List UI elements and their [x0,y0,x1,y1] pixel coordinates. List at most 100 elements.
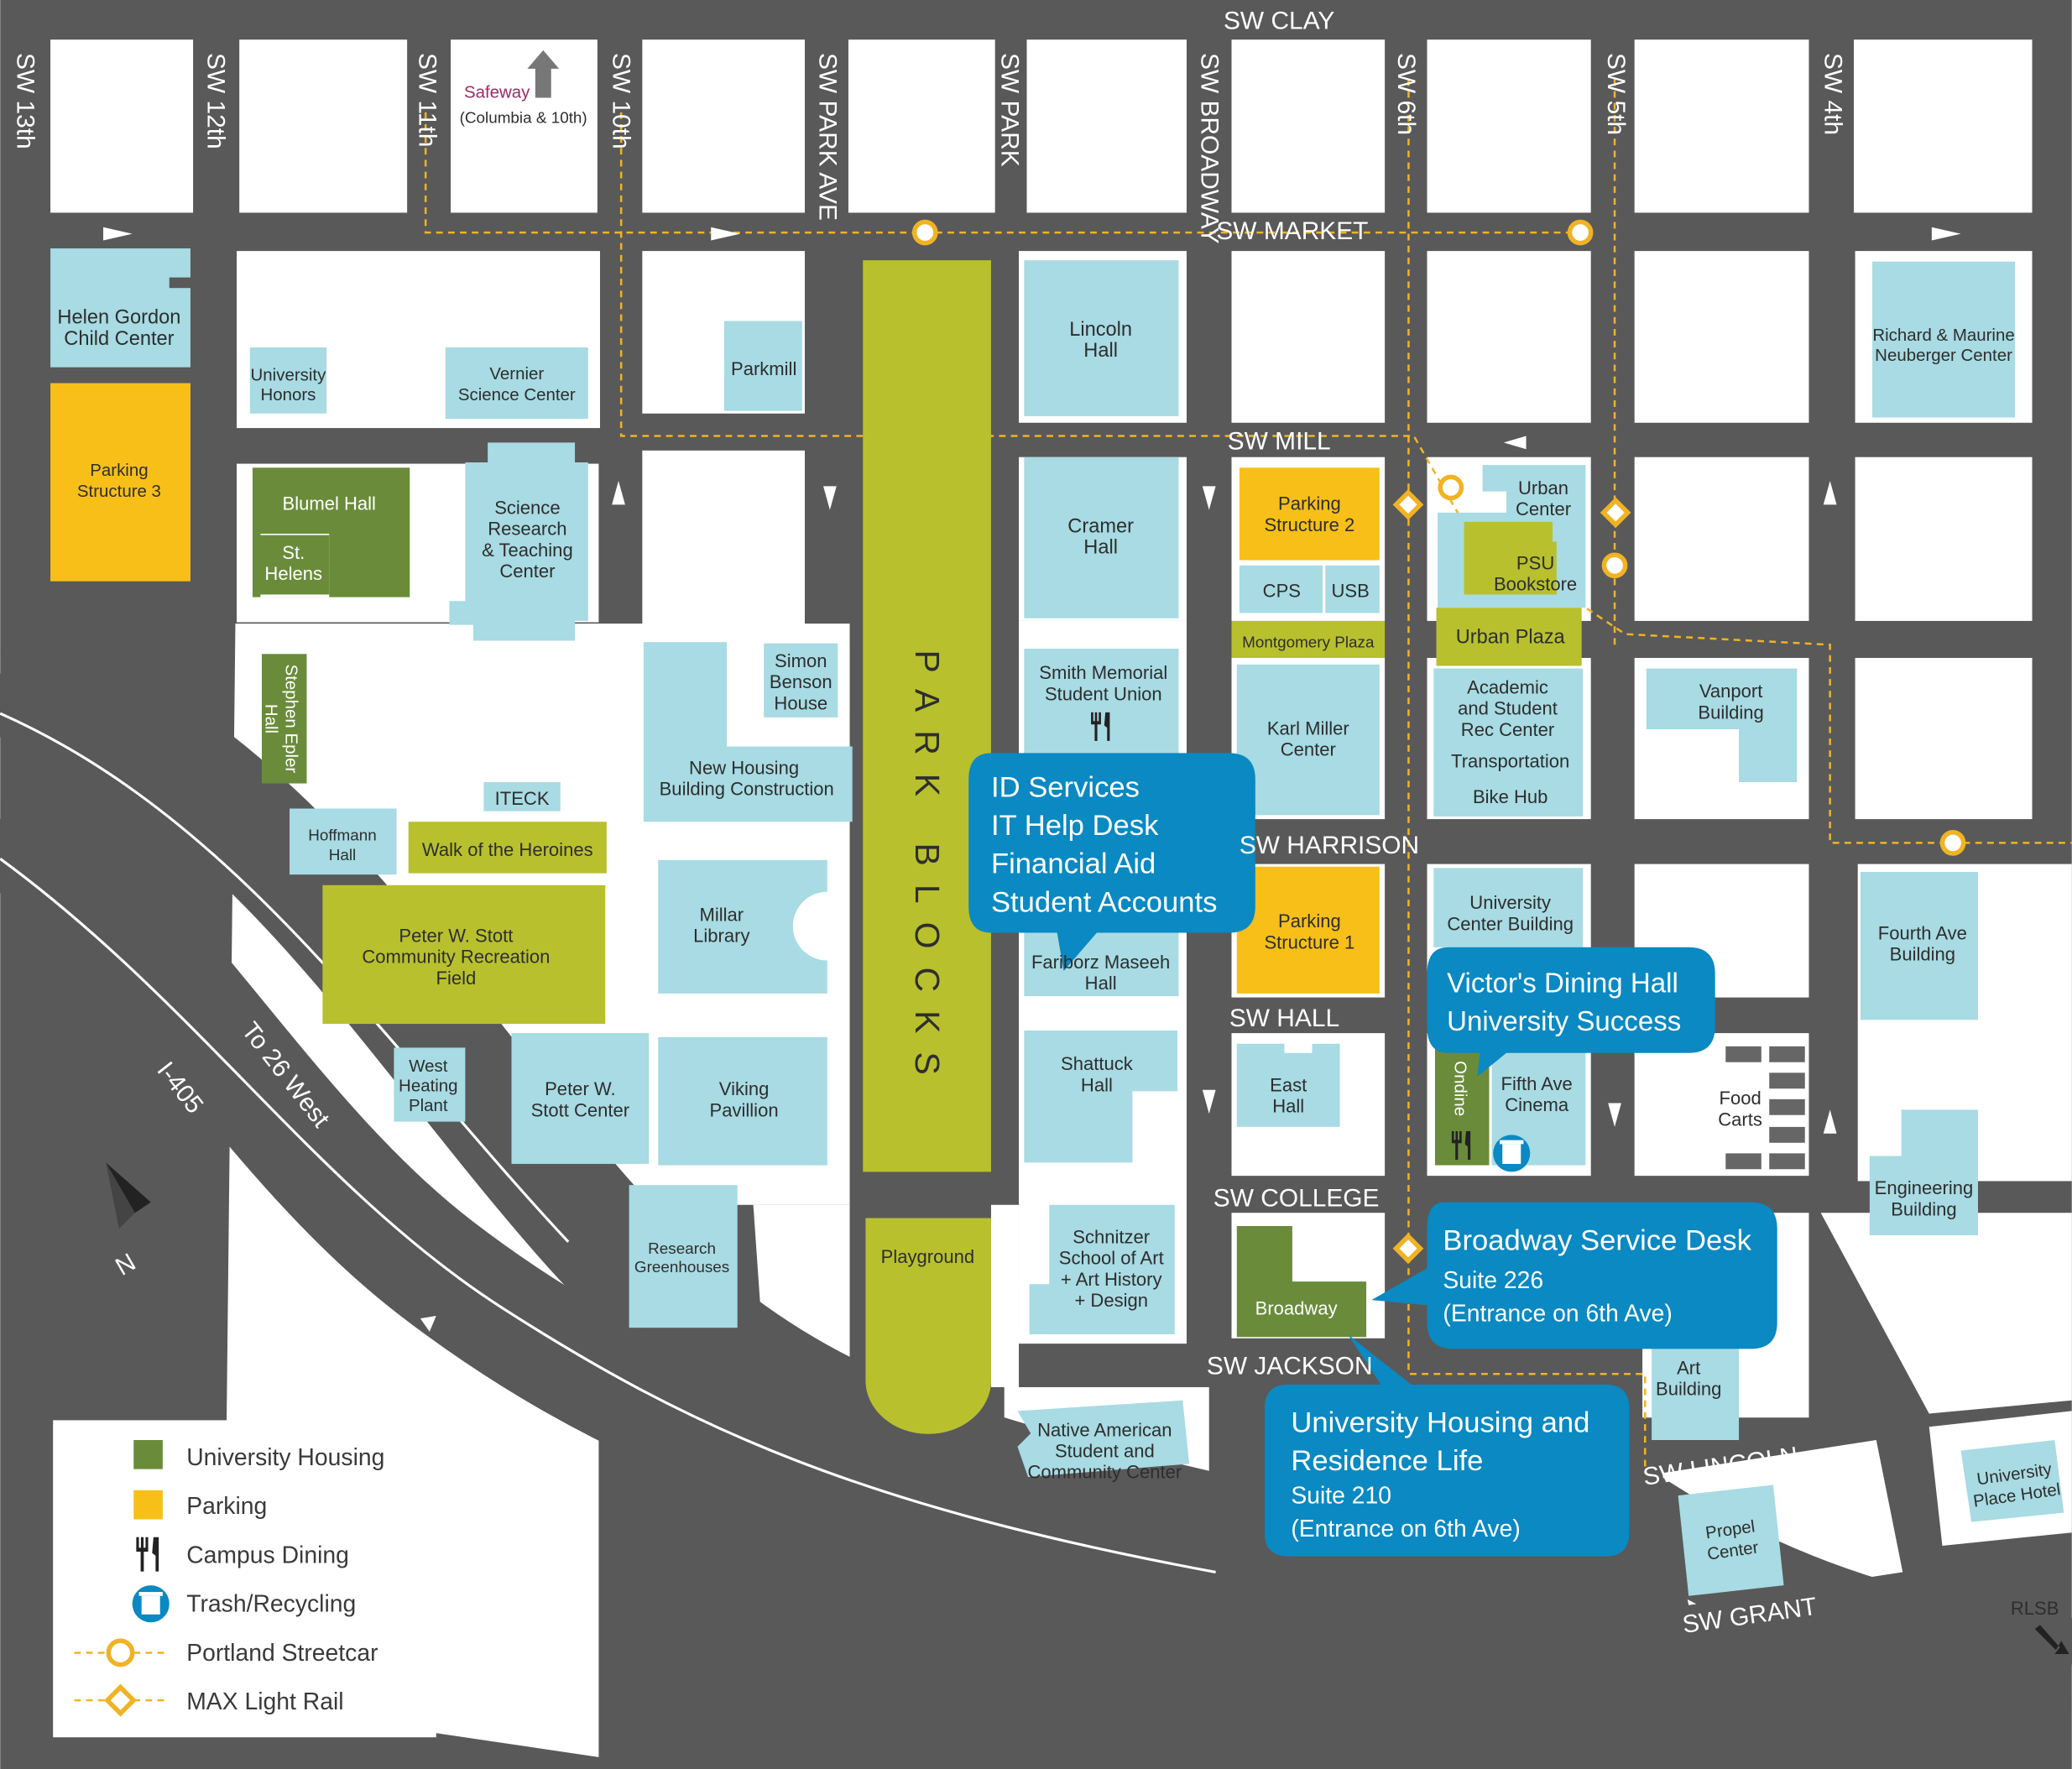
building-label: Cinema [1505,1094,1569,1115]
building-label: Hall [329,847,357,864]
building-shapes [50,248,2064,1596]
building-label: Building [1890,944,1955,965]
building-label: Karl Miller [1267,718,1349,738]
building-label: Walk of the Heroines [422,839,593,860]
building-label: Rec Center [1461,719,1554,740]
street-label: SW 4th [1819,53,1846,135]
callout-line: University Success [1447,1006,1681,1037]
callout-line: Victor's Dining Hall [1447,968,1678,999]
food-cart-markers [1725,1046,1805,1170]
callout-line: ID Services [991,771,1140,803]
street-label: SW HALL [1229,1005,1339,1032]
building-label: Millar [699,904,744,925]
building-label: Helens [264,563,322,584]
building-label: House [774,692,827,713]
building-label: Schnitzer [1073,1226,1150,1247]
building-label: Richard & Maurine [1872,326,2014,345]
building-label: Peter W. Stott [399,925,513,946]
building-label: + Art History [1061,1269,1162,1290]
callout-line: IT Help Desk [991,810,1159,842]
building-label: Field [436,968,476,989]
street-label: SW HARRISON [1240,832,1419,859]
building-label: School of Art [1059,1248,1164,1269]
callout-line: Student Accounts [991,886,1218,918]
safeway-sub-label: (Columbia & 10th) [460,109,587,127]
building-label: Hall [1083,537,1118,559]
building-label: Urban Plaza [1456,627,1566,649]
max-stop-icon [74,1683,170,1717]
building-label: Cramer [1067,515,1134,537]
building-label: Structure 2 [1264,514,1354,535]
legend-item: University Housing [133,1439,384,1471]
street-label: SW PARK [996,53,1024,167]
street-label: SW PARK AVE [813,53,841,221]
building-label: West [409,1057,448,1076]
building-label: Community Recreation [362,947,550,968]
building-label: Building [1891,1198,1956,1219]
building-label: Urban [1518,477,1568,498]
building-label: Playground [881,1246,974,1267]
building-label: PSU [1516,553,1554,574]
trash-can-icon [132,1585,170,1623]
building-label: Shattuck [1061,1053,1134,1074]
building-label: Native American [1037,1419,1172,1440]
legend-label: Portland Streetcar [186,1640,378,1667]
parking-swatch [133,1490,163,1520]
street-label: SW COLLEGE [1213,1184,1380,1212]
building-label: Science [494,497,560,518]
street-label: SW MILL [1228,427,1331,455]
building-label: Simon [775,650,827,671]
callout-smu-services: ID Services IT Help Desk Financial Aid S… [968,753,1255,972]
building-label: Stott Center [531,1099,630,1120]
building-label: Hall [1083,340,1118,362]
building-label: Hall [1081,1074,1113,1095]
building-label: Food [1719,1088,1761,1109]
building-label: Peter W. [545,1078,615,1099]
legend-item: Portland Streetcar [74,1638,378,1667]
building-label: Center [1516,498,1571,519]
building-label: Broadway [1255,1297,1338,1318]
legend-label: Campus Dining [186,1542,349,1568]
building-label: Montgomery Plaza [1242,634,1375,651]
building-label: St. [282,542,305,563]
building-label: Stephen Epler [281,665,300,774]
building-label: Fifth Ave [1501,1073,1572,1094]
rlsb-label: RLSB [2011,1598,2059,1619]
building-label: Center Building [1447,913,1574,934]
building-label: Student and [1055,1440,1155,1461]
building-label: Viking [719,1078,770,1099]
street-label: SW JACKSON [1207,1352,1373,1380]
callout-title: Residence Life [1291,1445,1483,1477]
building-label: Benson [770,671,832,692]
callout-victors: Victor's Dining Hall University Success [1427,947,1715,1078]
street-label: SW 5th [1602,53,1630,135]
legend-item: Parking [133,1490,267,1520]
building-label: Hall [262,704,281,733]
max-stops [1392,489,1631,1265]
building-label: Fourth Ave [1878,922,1967,943]
building-label: Research [648,1240,716,1258]
building-label: CPS [1263,581,1301,602]
building-label: Neuberger Center [1875,346,2012,365]
building-label: Lincoln [1069,319,1132,341]
building-label: Art [1677,1357,1700,1378]
legend-item: Trash/Recycling [132,1585,356,1623]
building-label: Carts [1718,1109,1762,1130]
transit-lines [424,79,2072,1474]
street-label: SW 10th [608,53,635,149]
street-label: SW CLAY [1224,8,1334,35]
building-label: Bike Hub [1473,786,1547,807]
building-label: Parking [90,461,148,480]
callout-line: Suite 226 [1443,1267,1543,1294]
building-label: Research [488,519,566,540]
legend-background [53,1420,436,1738]
building-label: Vanport [1699,681,1763,702]
callout-line: Suite 210 [1291,1483,1391,1510]
building-label: New Housing [689,758,799,779]
building-label: Fariborz Maseeh [1031,952,1170,973]
legend: University Housing Parking Campus Dining… [74,1439,384,1717]
building-label: Plant [409,1096,448,1115]
building-label: Community Center [1028,1462,1182,1483]
building-labels: Helen Gordon Child Center Parking Struct… [57,307,2061,1564]
street-label: SW MARKET [1216,217,1368,245]
